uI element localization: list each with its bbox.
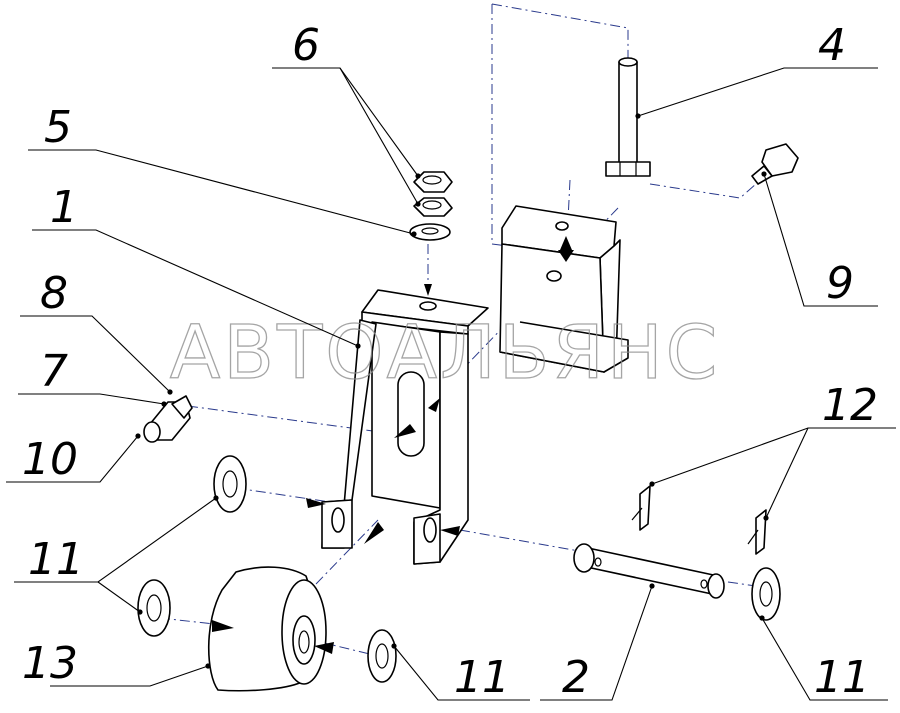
callout-4: 4: [818, 20, 846, 71]
clamp-bottom-flange: [499, 321, 629, 373]
axis-bolt-4-top: [491, 3, 629, 60]
callout-9: 9: [826, 258, 854, 309]
callout-13: 13: [22, 638, 78, 689]
arrow-into-roller: [212, 620, 234, 632]
part-main-bracket: [321, 289, 489, 565]
callout-11-right: 11: [814, 652, 870, 703]
part-clamp-bracket: [499, 205, 629, 373]
callout-labels: 6 5 1 8 7 10 4 9 12 11 13 11 2 11 11: [22, 20, 878, 703]
callout-6: 6: [292, 20, 320, 71]
bolt-head: [605, 161, 651, 177]
leader-10: [6, 435, 139, 483]
part-cotter-pins: [631, 485, 767, 555]
callout-7: 7: [40, 346, 68, 397]
bracket-top-hole: [419, 301, 437, 311]
part-roller: [207, 566, 327, 692]
part-washers: [137, 455, 781, 683]
watermark: АВТОАЛЬЯНС: [170, 310, 721, 396]
arrow-slot-left: [394, 424, 416, 438]
leader-4: [637, 67, 878, 117]
leader-12b: [765, 427, 809, 519]
part-bolt-long: [605, 57, 651, 177]
cotter-pin-2: [755, 509, 767, 555]
callout-1: 1: [50, 182, 78, 233]
bracket-left-hole: [331, 507, 345, 533]
arrow-slot-right: [428, 398, 440, 412]
axis-washer-left-upper: [235, 487, 331, 503]
arrow-roller-up: [364, 522, 384, 544]
fitting-body: [171, 395, 193, 419]
washer-top: [409, 223, 451, 241]
bolt-short-head: [761, 143, 799, 177]
cotter-pin-1: [639, 485, 651, 531]
fitting-end: [143, 421, 161, 443]
arrow-roller-washer: [314, 642, 334, 654]
leader-dots: [135, 113, 769, 669]
part-bolt-short: [751, 143, 799, 185]
bolt-shank: [618, 61, 638, 167]
clamp-top-hole: [555, 221, 569, 231]
leader-11d: [761, 617, 888, 701]
callout-8: 8: [40, 268, 68, 319]
roller-hub: [292, 615, 316, 665]
washer-left-upper: [213, 455, 247, 513]
leader-6a: [272, 67, 419, 177]
axis-bolt-9: [649, 183, 757, 199]
axis-wheel-diagonal: [315, 519, 379, 585]
leader-11b: [97, 581, 141, 613]
insertion-arrows: [212, 236, 574, 654]
callout-12: 12: [822, 380, 878, 431]
part-nuts-and-washer: [409, 171, 453, 241]
washer-left-lower: [137, 579, 171, 637]
bracket-right-hole: [423, 517, 437, 543]
arrow-into-right-hole: [440, 526, 460, 536]
leader-7: [18, 393, 165, 405]
leader-2: [540, 585, 653, 701]
nut-upper: [413, 171, 453, 193]
callout-5: 5: [44, 102, 72, 153]
leader-1: [32, 229, 359, 347]
leader-12a: [651, 427, 896, 485]
pin-head: [573, 543, 595, 573]
arrow-up-clamp: [560, 236, 572, 250]
axis-bolt-4-left: [491, 4, 509, 247]
washer-wheel-side: [367, 629, 397, 683]
leader-9: [763, 173, 878, 307]
arrow-into-left-hole: [306, 498, 326, 508]
callout-11-bottom: 11: [454, 652, 510, 703]
axis-pin: [459, 529, 597, 555]
arrow-down-nut: [424, 284, 432, 296]
part-pin: [573, 543, 725, 599]
callout-11-left: 11: [28, 534, 84, 585]
leader-13: [50, 665, 209, 687]
leader-11c: [393, 645, 530, 701]
callout-2: 2: [562, 652, 590, 703]
washer-right: [751, 567, 781, 621]
nut-lower: [413, 197, 453, 217]
clamp-hole: [546, 270, 562, 282]
leader-6b: [339, 67, 419, 205]
part-fitting: [143, 395, 193, 443]
callout-10: 10: [22, 434, 78, 485]
axis-pin-right: [727, 581, 757, 587]
bolt-tip: [618, 57, 638, 67]
leader-8: [20, 315, 171, 393]
pin-end: [707, 573, 725, 599]
leader-lines: [6, 67, 896, 701]
leader-5: [28, 149, 415, 235]
